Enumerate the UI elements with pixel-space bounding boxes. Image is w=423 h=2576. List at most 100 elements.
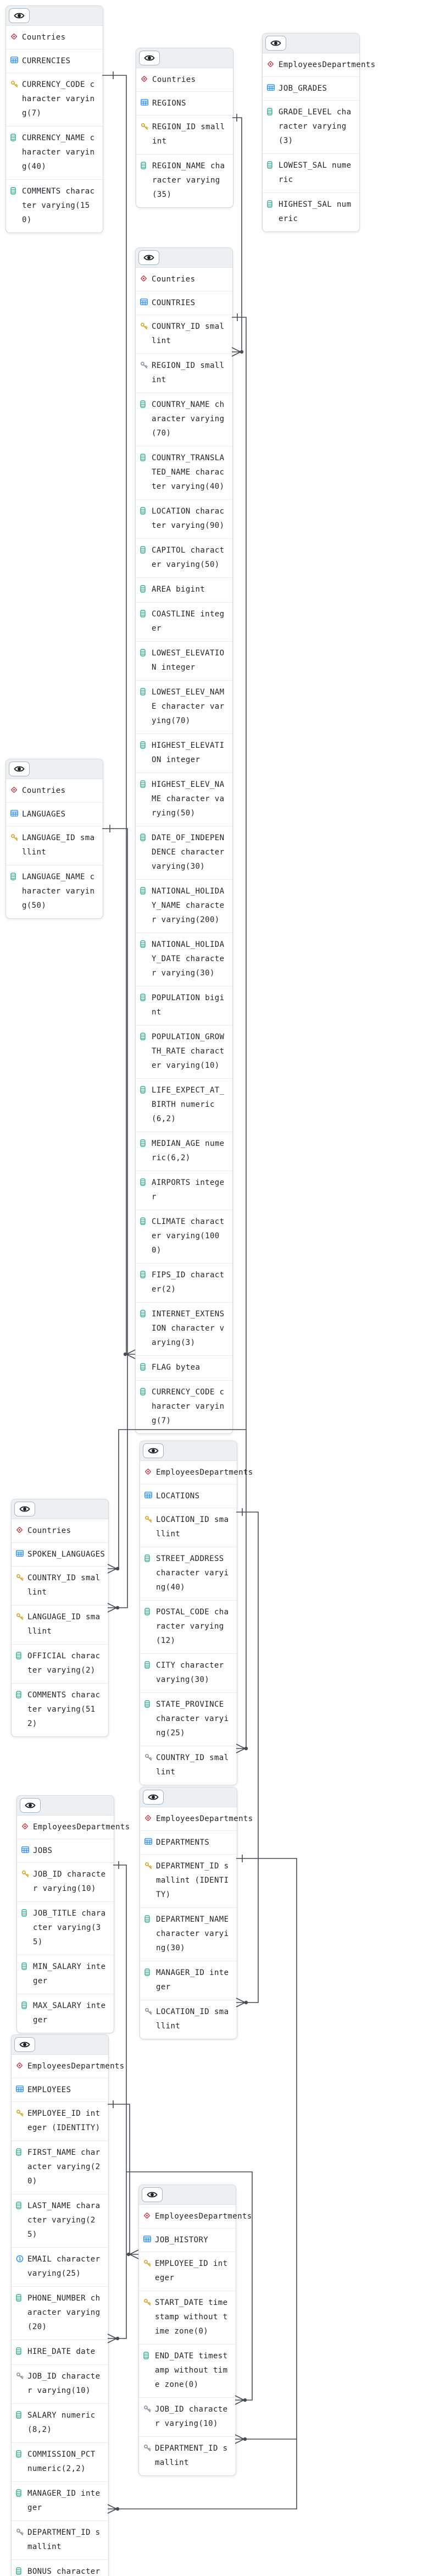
visibility-toggle-button[interactable] <box>143 1443 164 1458</box>
table-name-row: LANGUAGES <box>6 803 103 826</box>
field-name: CITY <box>156 1661 176 1670</box>
schema-icon <box>21 1820 30 1830</box>
relation-REGIONS.REGION_ID-to-COUNTRIES.REGION_ID <box>231 114 244 357</box>
unique-key-icon: 1 <box>16 2252 24 2263</box>
table-name-row: REGIONS <box>136 92 233 115</box>
field-row-FLAG: FLAG bytea <box>136 1356 232 1381</box>
field-name: COMMENTS <box>22 187 61 196</box>
field-label: OFFICIAL character varying(2) <box>27 1649 104 1678</box>
field-type: smallint <box>156 1753 229 1777</box>
primary-key-icon <box>16 2106 24 2117</box>
column-icon <box>140 543 148 554</box>
field-row-COMMENTS: COMMENTS character varying(150) <box>6 180 103 233</box>
column-icon <box>10 870 19 880</box>
field-row-REGION_ID: REGION_ID smallint <box>136 354 232 393</box>
primary-key-icon <box>141 120 149 130</box>
field-label: NATIONAL_HOLIDAY_DATE character varying(… <box>152 937 228 980</box>
schema-row: EmployeesDepartments <box>140 1461 253 1485</box>
field-type: character varying(7) <box>152 1388 225 1425</box>
schema-row: Countries <box>136 68 233 92</box>
field-label: LANGUAGE_ID smallint <box>27 1610 104 1639</box>
field-label: COMMENTS character varying(512) <box>27 1688 104 1731</box>
field-label: LANGUAGE_NAME character varying(50) <box>22 870 98 913</box>
field-type: integer <box>27 2489 101 2512</box>
field-label: POPULATION_GROWTH_RATE character varying… <box>152 1030 228 1073</box>
field-label: FIPS_ID character(2) <box>152 1268 228 1297</box>
visibility-toggle-button[interactable] <box>9 762 30 776</box>
column-icon <box>140 451 148 461</box>
field-name: STREET_ADDRESS <box>156 1554 224 1563</box>
relation-CURRENCIES.CURRENCY_CODE-to-COUNTRIES.CURRENCY_CODE <box>102 71 136 1359</box>
visibility-toggle-button[interactable] <box>142 2187 163 2202</box>
field-label: END_DATE timestamp without time zone(0) <box>155 2349 231 2392</box>
visibility-toggle-button[interactable] <box>9 8 30 23</box>
column-icon <box>140 1360 148 1371</box>
eye-icon <box>270 40 281 47</box>
column-icon <box>144 1912 153 1923</box>
field-name: LOWEST_ELEV_NAME <box>152 688 225 711</box>
eye-icon <box>19 2041 30 2048</box>
field-name: LOWEST_SAL <box>279 161 327 170</box>
field-label: JOB_TITLE character varying(35) <box>33 1906 109 1949</box>
field-label: GRADE_LEVEL character varying(3) <box>279 105 355 148</box>
field-name: POPULATION_GROWTH_RATE <box>152 1033 225 1056</box>
field-row-CITY: CITY character varying(30) <box>140 1654 237 1693</box>
schema-row-label: Countries <box>22 33 66 42</box>
field-type: character varying(40) <box>156 1569 229 1592</box>
field-type: character varying(20) <box>27 2148 101 2186</box>
field-name: BONUS <box>27 2567 52 2576</box>
visibility-toggle-button[interactable] <box>20 1798 41 1813</box>
visibility-toggle-button[interactable] <box>139 51 160 65</box>
field-row-INTERNET_EXTENSION: INTERNET_EXTENSION character varying(3) <box>136 1303 232 1356</box>
field-name: MIN_SALARY <box>33 1962 82 1971</box>
visibility-toggle-button[interactable] <box>138 250 159 265</box>
field-row-MANAGER_ID: MANAGER_ID integer <box>12 2482 108 2521</box>
field-row-LANGUAGE_ID: LANGUAGE_ID smallint <box>12 1606 108 1645</box>
primary-key-icon <box>16 1610 24 1620</box>
table-icon <box>144 1489 153 1498</box>
field-row-MIN_SALARY: MIN_SALARY integer <box>17 1955 114 1994</box>
visibility-toggle-button[interactable] <box>14 2037 35 2052</box>
field-row-CURRENCY_CODE: CURRENCY_CODE character varying(7) <box>136 1381 232 1433</box>
visibility-toggle-button[interactable] <box>14 1502 35 1516</box>
field-name: LOCATION_ID <box>156 2007 210 2016</box>
field-label: POSTAL_CODE character varying(12) <box>156 1605 232 1648</box>
visibility-toggle-button[interactable] <box>265 36 286 51</box>
field-label: CURRENCY_NAME character varying(40) <box>22 131 98 174</box>
field-label: SALARY numeric (8,2) <box>27 2408 104 2437</box>
schema-row-label: EmployeesDepartments <box>156 1814 253 1823</box>
schema-row: EmployeesDepartments <box>17 1816 130 1839</box>
schema-row: Countries <box>136 268 232 291</box>
field-row-COUNTRY_ID: COUNTRY_ID smallint <box>140 1746 237 1785</box>
table-icon <box>21 1844 30 1853</box>
primary-key-icon <box>144 1859 153 1869</box>
field-row-CURRENCY_CODE: CURRENCY_CODE character varying(7) <box>6 73 103 126</box>
field-type: numeric <box>279 161 352 184</box>
field-name: MANAGER_ID <box>156 1968 205 1977</box>
card-header <box>136 248 232 268</box>
schema-icon <box>144 1812 153 1822</box>
eye-icon <box>148 1447 159 1454</box>
column-icon <box>140 1215 148 1225</box>
column-icon <box>16 2199 24 2209</box>
field-list: DEPARTMENT_ID smallint (IDENTITY)DEPARTM… <box>140 1855 237 2039</box>
field-name: COMMENTS <box>27 1691 66 1700</box>
field-name: COUNTRY_ID <box>152 322 201 331</box>
field-type: character varying(70) <box>152 400 225 438</box>
field-type: integer <box>152 1178 225 1201</box>
visibility-toggle-button[interactable] <box>143 1790 164 1805</box>
field-type: character varying(35) <box>33 1909 106 1946</box>
card-header <box>139 2185 236 2205</box>
